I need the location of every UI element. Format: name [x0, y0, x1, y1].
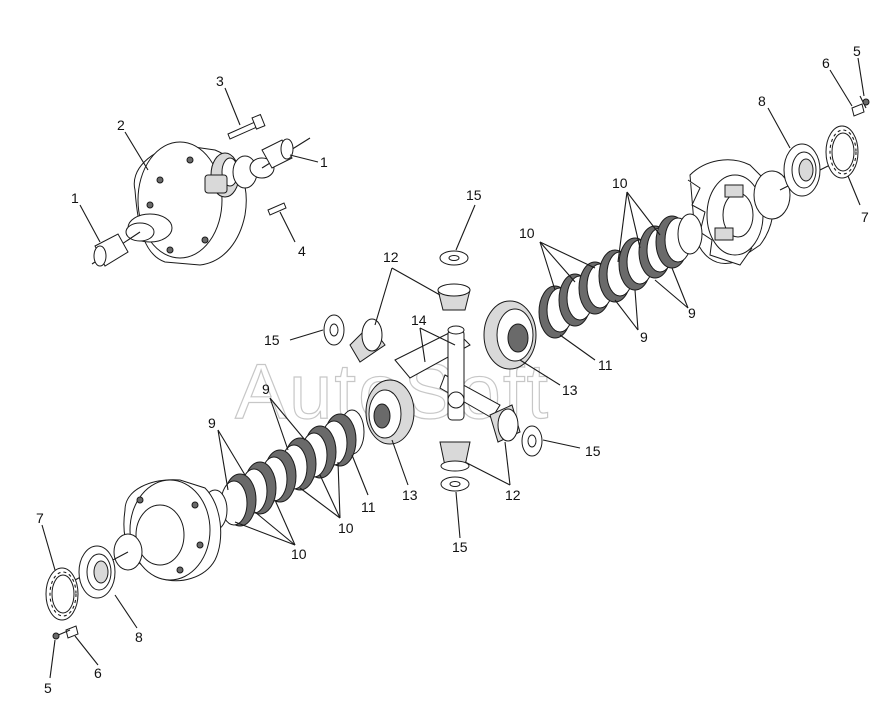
thrust-washer-15-top-hole	[448, 255, 460, 261]
callout-3: 3	[216, 73, 224, 89]
bearing-8-upper	[783, 143, 821, 197]
differential-housing-right	[687, 159, 841, 266]
pin-4	[267, 202, 287, 216]
leader-lines	[41, 57, 865, 679]
callout-1-right: 1	[320, 154, 328, 170]
bushing-right	[261, 138, 294, 169]
callout-13-upper: 13	[562, 382, 578, 398]
lock-plate-6-upper	[851, 103, 865, 117]
callout-2: 2	[117, 117, 125, 133]
differential-housing-upper	[91, 137, 311, 266]
callout-11-lower: 11	[361, 499, 376, 515]
callout-11-upper: 11	[598, 357, 613, 373]
thrust-washer-15-right-hole	[527, 434, 537, 448]
pinion-12-left	[349, 318, 386, 363]
callout-10-upper-b: 10	[519, 225, 535, 241]
side-gear-13-upper	[483, 300, 537, 370]
callout-9-upper-b: 9	[640, 329, 648, 345]
lock-ring-7-upper	[825, 125, 859, 179]
callout-1-left: 1	[71, 190, 79, 206]
callout-6-upper: 6	[822, 55, 830, 71]
cross-shaft-14	[394, 325, 501, 421]
callout-15-top: 15	[466, 187, 482, 203]
callout-15-right: 15	[585, 443, 601, 459]
callout-12-upper: 12	[383, 249, 399, 265]
callout-5-upper: 5	[853, 43, 861, 59]
callout-4: 4	[298, 243, 306, 259]
lock-ring-7-lower	[45, 567, 79, 621]
bolt-5-upper	[859, 95, 870, 109]
callout-12-lower: 12	[505, 487, 521, 503]
pinion-12-bottom	[439, 441, 471, 472]
clutch-pack-upper	[538, 213, 703, 339]
clutch-pack-lower	[202, 409, 365, 531]
bolt-5-lower	[52, 629, 71, 640]
callout-8-lower: 8	[135, 629, 143, 645]
callout-10-lower-b: 10	[291, 546, 307, 562]
callout-13-lower: 13	[402, 487, 418, 503]
differential-housing-lower	[74, 479, 222, 582]
callout-10-upper-a: 10	[612, 175, 628, 191]
side-gear-13-lower	[365, 379, 415, 445]
callout-5-lower: 5	[44, 680, 52, 696]
callout-8-upper: 8	[758, 93, 766, 109]
lock-plate-6-lower	[65, 625, 79, 639]
pinion-12-top	[437, 283, 471, 311]
bearing-8-lower	[78, 545, 116, 599]
bolt-3	[227, 113, 266, 140]
callout-7-upper: 7	[861, 209, 869, 225]
callout-9-upper-a: 9	[688, 305, 696, 321]
pinion-12-right	[489, 404, 521, 443]
callout-6-lower: 6	[94, 665, 102, 681]
callout-9-lower-a: 9	[208, 415, 216, 431]
callout-9-lower-b: 9	[262, 381, 270, 397]
callout-15-left: 15	[264, 332, 280, 348]
thrust-washer-15-left-hole	[329, 323, 339, 337]
callout-14: 14	[411, 312, 427, 328]
callout-10-lower-a: 10	[338, 520, 354, 536]
thrust-washer-15-bottom-hole	[449, 481, 461, 487]
callout-7-lower: 7	[36, 510, 44, 526]
bushing-left	[93, 233, 129, 267]
callout-15-bottom: 15	[452, 539, 468, 555]
